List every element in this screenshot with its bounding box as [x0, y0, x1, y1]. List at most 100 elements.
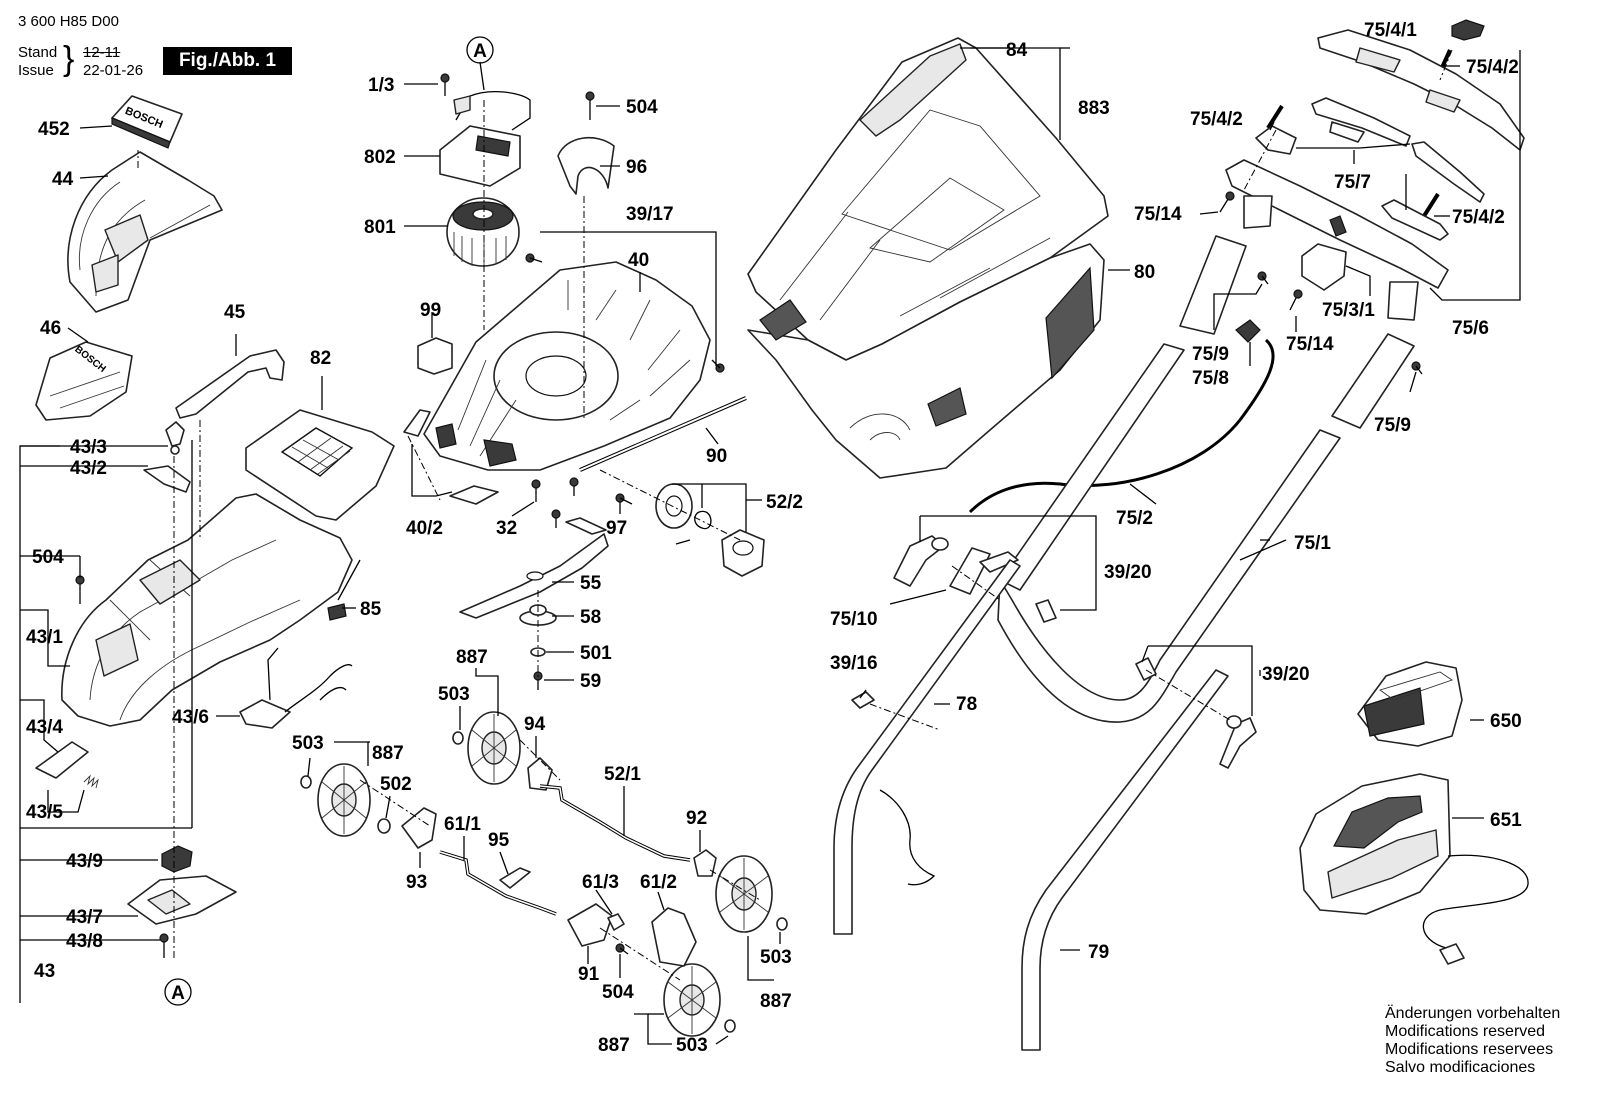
- callout-75-8: 75/8: [1192, 368, 1229, 389]
- callout-55: 55: [580, 573, 602, 594]
- handle-rail-part: [1311, 97, 1411, 147]
- callout-75-10: 75/10: [830, 609, 878, 630]
- callout-52-1: 52/1: [604, 764, 641, 785]
- screw-part: [1219, 191, 1235, 213]
- screw-part: [1257, 271, 1269, 285]
- callout-503-c: 503: [760, 947, 792, 968]
- switch-block-part: [161, 845, 193, 873]
- quick-release-lever-part: [1219, 715, 1257, 769]
- screw-part: [711, 359, 725, 373]
- callout-82: 82: [310, 348, 331, 369]
- callout-43-5: 43/5: [26, 802, 63, 823]
- grass-box-part: [747, 243, 1105, 479]
- screw-part: [1289, 289, 1303, 311]
- callout-503-d: 503: [676, 1035, 708, 1056]
- brace: }: [63, 40, 75, 78]
- pin-part: [851, 691, 875, 709]
- callout-labels: A A 1/3 504 802 96 801 39/17 40 99 84 88…: [26, 20, 1522, 1056]
- switch-plate-part: [127, 875, 237, 925]
- clip-part: [165, 421, 185, 455]
- cover-cap-part: [607, 913, 625, 931]
- callout-43-3: 43/3: [70, 437, 107, 458]
- logo-badge-part: [111, 95, 183, 149]
- reference-circle-bottom: [164, 978, 192, 1006]
- callout-46: 46: [40, 318, 61, 339]
- screw-part: [75, 575, 85, 604]
- axle-rod-part: [579, 396, 747, 472]
- cushion-part: [417, 337, 453, 375]
- callout-504: 504: [626, 97, 658, 118]
- modification-notes: Änderungen vorbehalten Modifications res…: [1385, 1005, 1560, 1077]
- latch-part: [143, 465, 191, 493]
- screw-part: [533, 671, 543, 690]
- callout-40: 40: [628, 250, 649, 271]
- wheel-part: [317, 763, 371, 837]
- screw-part: [585, 91, 595, 120]
- battery-pack-part: [1357, 661, 1463, 747]
- pin-part: [1422, 192, 1440, 218]
- callout-93: 93: [406, 872, 427, 893]
- cable-clip-part: [1235, 319, 1261, 343]
- callout-75-4-1: 75/4/1: [1364, 20, 1417, 41]
- callout-43-8: 43/8: [66, 931, 103, 952]
- catch-plate-part: [35, 741, 89, 779]
- callout-43: 43: [34, 961, 55, 982]
- nut-part: [724, 1019, 736, 1033]
- callout-80: 80: [1134, 262, 1155, 283]
- issue-date: 22-01-26: [83, 62, 144, 79]
- callout-503-b: 503: [292, 733, 324, 754]
- battery-charger-part: [1299, 773, 1529, 965]
- callout-79: 79: [1088, 942, 1109, 963]
- callout-A-bottom: A: [171, 983, 185, 1004]
- rear-housing-part: [61, 493, 353, 727]
- callout-503-a: 503: [438, 684, 470, 705]
- alignment-lines: [137, 49, 1453, 981]
- issue-label: Issue: [18, 62, 54, 79]
- callout-75-4-2-b: 75/4/2: [1190, 109, 1243, 130]
- switch-lever-part: [1301, 243, 1347, 291]
- callout-43-4: 43/4: [26, 717, 63, 738]
- screw-part: [440, 73, 450, 96]
- callout-650: 650: [1490, 711, 1522, 732]
- screw-part: [531, 479, 541, 502]
- note-de: Änderungen vorbehalten: [1385, 1005, 1561, 1022]
- callout-502: 502: [380, 774, 412, 795]
- note-en: Modifications reserved: [1385, 1023, 1546, 1040]
- axle-bracket-part: [693, 849, 717, 877]
- callout-A-top: A: [473, 41, 487, 62]
- callout-96: 96: [626, 157, 647, 178]
- height-lever-part: [403, 409, 499, 505]
- handle-sleeve-part: [1179, 235, 1247, 335]
- callout-78: 78: [956, 694, 977, 715]
- callout-75-1: 75/1: [1294, 533, 1331, 554]
- callout-61-1: 61/1: [444, 814, 481, 835]
- callout-75-2: 75/2: [1116, 508, 1153, 529]
- callout-58: 58: [580, 607, 601, 628]
- callout-75-14-a: 75/14: [1134, 204, 1182, 225]
- screw-part: [615, 493, 633, 505]
- carry-handle-part: [175, 349, 285, 419]
- cable-part: [968, 338, 1275, 514]
- rear-axle-part: [539, 784, 691, 862]
- callout-43-7: 43/7: [66, 907, 103, 928]
- axle-clip-part: [499, 867, 531, 889]
- blade-part: [459, 517, 609, 619]
- lower-handle-tube-left-part: [833, 559, 1021, 935]
- nut-part: [300, 775, 312, 789]
- wheel-hub-cover-part: [651, 907, 697, 967]
- mower-deck-part: [423, 261, 711, 471]
- upper-cover-part: [67, 151, 223, 313]
- figure-label: Fig./Abb. 1: [163, 47, 292, 75]
- callout-95: 95: [488, 830, 510, 851]
- callout-887-b: 887: [372, 743, 404, 764]
- callout-39-20-b: 39/20: [1262, 664, 1310, 685]
- quick-release-lever-part: [893, 535, 949, 587]
- screw-part: [551, 509, 561, 528]
- pin-part: [1266, 104, 1284, 130]
- callout-75-9-a: 75/9: [1192, 344, 1229, 365]
- handle-crossbar-part: [1225, 159, 1449, 321]
- nut-part: [776, 917, 788, 931]
- reference-circle-top: [466, 36, 494, 64]
- clamp-nut-part: [1135, 657, 1157, 681]
- callout-39-20-a: 39/20: [1104, 562, 1152, 583]
